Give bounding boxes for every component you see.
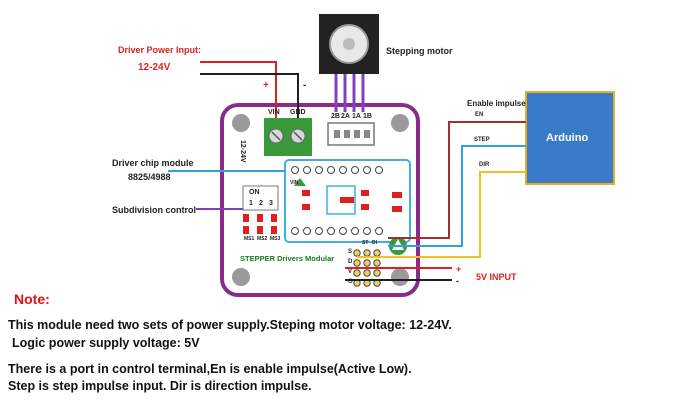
- motor-connector: [327, 122, 375, 146]
- coil-1b-label: 1B: [363, 113, 372, 120]
- ms3-label: MS3: [270, 236, 281, 242]
- coil-2a-label: 2A: [341, 113, 350, 120]
- driver-chip: [326, 185, 356, 215]
- wire-power-negative: [200, 73, 299, 118]
- power-plus-sign: +: [263, 80, 269, 91]
- driver-power-input-label: Driver Power Input:: [118, 45, 202, 55]
- dip-2-label: 2: [259, 200, 263, 207]
- five-v-plus-sign: +: [456, 264, 462, 274]
- pin-st-label: ST: [362, 240, 369, 246]
- gnd-label: GND: [290, 109, 306, 116]
- vin-label: VIN: [268, 109, 280, 116]
- driver-chip-module-label: Driver chip module: [112, 158, 194, 168]
- stepping-motor-label: Stepping motor: [386, 46, 453, 56]
- board-title: STEPPER Drivers Modular: [240, 254, 335, 263]
- driver-chip-module: [284, 159, 411, 243]
- power-range-label: 12-24V: [138, 62, 171, 73]
- dip-3-label: 3: [269, 200, 273, 207]
- dip-on-label: ON: [249, 189, 260, 196]
- ms1-label: MS1: [244, 236, 255, 242]
- mounting-hole-bottom-left: [232, 268, 250, 286]
- wire-enable: [388, 121, 526, 239]
- pin-s-label: S: [348, 249, 353, 255]
- coil-2b-label: 2B: [331, 113, 340, 120]
- wire-dir: [357, 171, 526, 258]
- pin-d-label: D: [348, 259, 353, 265]
- header-pins-top: [291, 166, 383, 174]
- dip-switch: [242, 185, 279, 211]
- dip-1-label: 1: [249, 200, 253, 207]
- vin-small-label: VIN: [290, 180, 299, 186]
- vertical-voltage-label: 12-24V: [239, 140, 246, 163]
- chip-model-label: 8825/4988: [128, 172, 171, 182]
- pin-v-label: V: [348, 269, 353, 275]
- five-v-input-label: 5V INPUT: [476, 272, 517, 282]
- wire-power-positive: [200, 61, 277, 118]
- arduino-board: [525, 91, 615, 185]
- control-header-pins: [353, 249, 381, 287]
- mounting-hole-top-left: [232, 114, 250, 132]
- coil-1a-label: 1A: [352, 113, 361, 120]
- ms2-label: MS2: [257, 236, 268, 242]
- dir-label: DIR: [479, 162, 490, 168]
- mounting-hole-bottom-right: [391, 268, 409, 286]
- five-v-minus-sign: -: [456, 276, 459, 286]
- arduino-label: Arduino: [546, 132, 589, 144]
- power-minus-sign: -: [303, 80, 307, 91]
- en-label: EN: [475, 112, 484, 118]
- wire-step: [388, 145, 526, 247]
- mounting-hole-top-right: [391, 114, 409, 132]
- subdivision-control-label: Subdivision control: [112, 205, 197, 215]
- enable-impulse-label: Enable impulse: [467, 99, 526, 108]
- pin-di-label: DI: [372, 240, 377, 246]
- pin-g-label: G: [348, 279, 353, 285]
- step-label: STEP: [474, 137, 490, 143]
- header-pins-bottom: [291, 227, 383, 235]
